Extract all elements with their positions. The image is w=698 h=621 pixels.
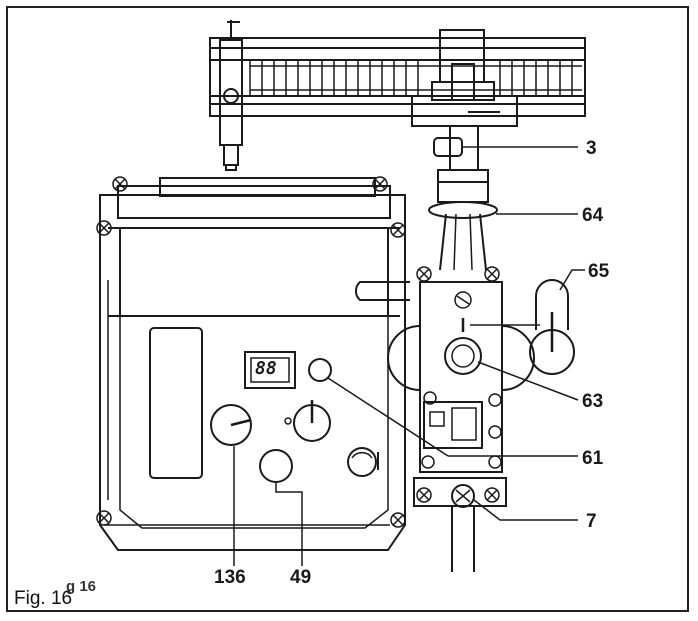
callout-61: 61 xyxy=(582,448,604,469)
callout-49: 49 xyxy=(290,567,312,588)
callout-7: 7 xyxy=(586,511,597,532)
callout-64: 64 xyxy=(582,205,604,226)
figure-caption: Fig. 16 xyxy=(14,588,73,609)
callout-136: 136 xyxy=(214,567,246,588)
control-panel xyxy=(210,351,578,566)
top-rail-assembly xyxy=(209,20,586,171)
callout-63: 63 xyxy=(582,391,604,412)
item-65-gauge xyxy=(529,269,585,375)
stray-figure-label: g 16 xyxy=(66,578,97,595)
torch-column xyxy=(428,125,578,271)
figure-frame xyxy=(6,6,689,612)
control-box-housing xyxy=(96,176,410,551)
callout-65: 65 xyxy=(588,261,610,282)
torch-holder-plate xyxy=(387,266,579,572)
display-readout: 88 xyxy=(255,358,277,379)
callout-3: 3 xyxy=(586,138,597,159)
